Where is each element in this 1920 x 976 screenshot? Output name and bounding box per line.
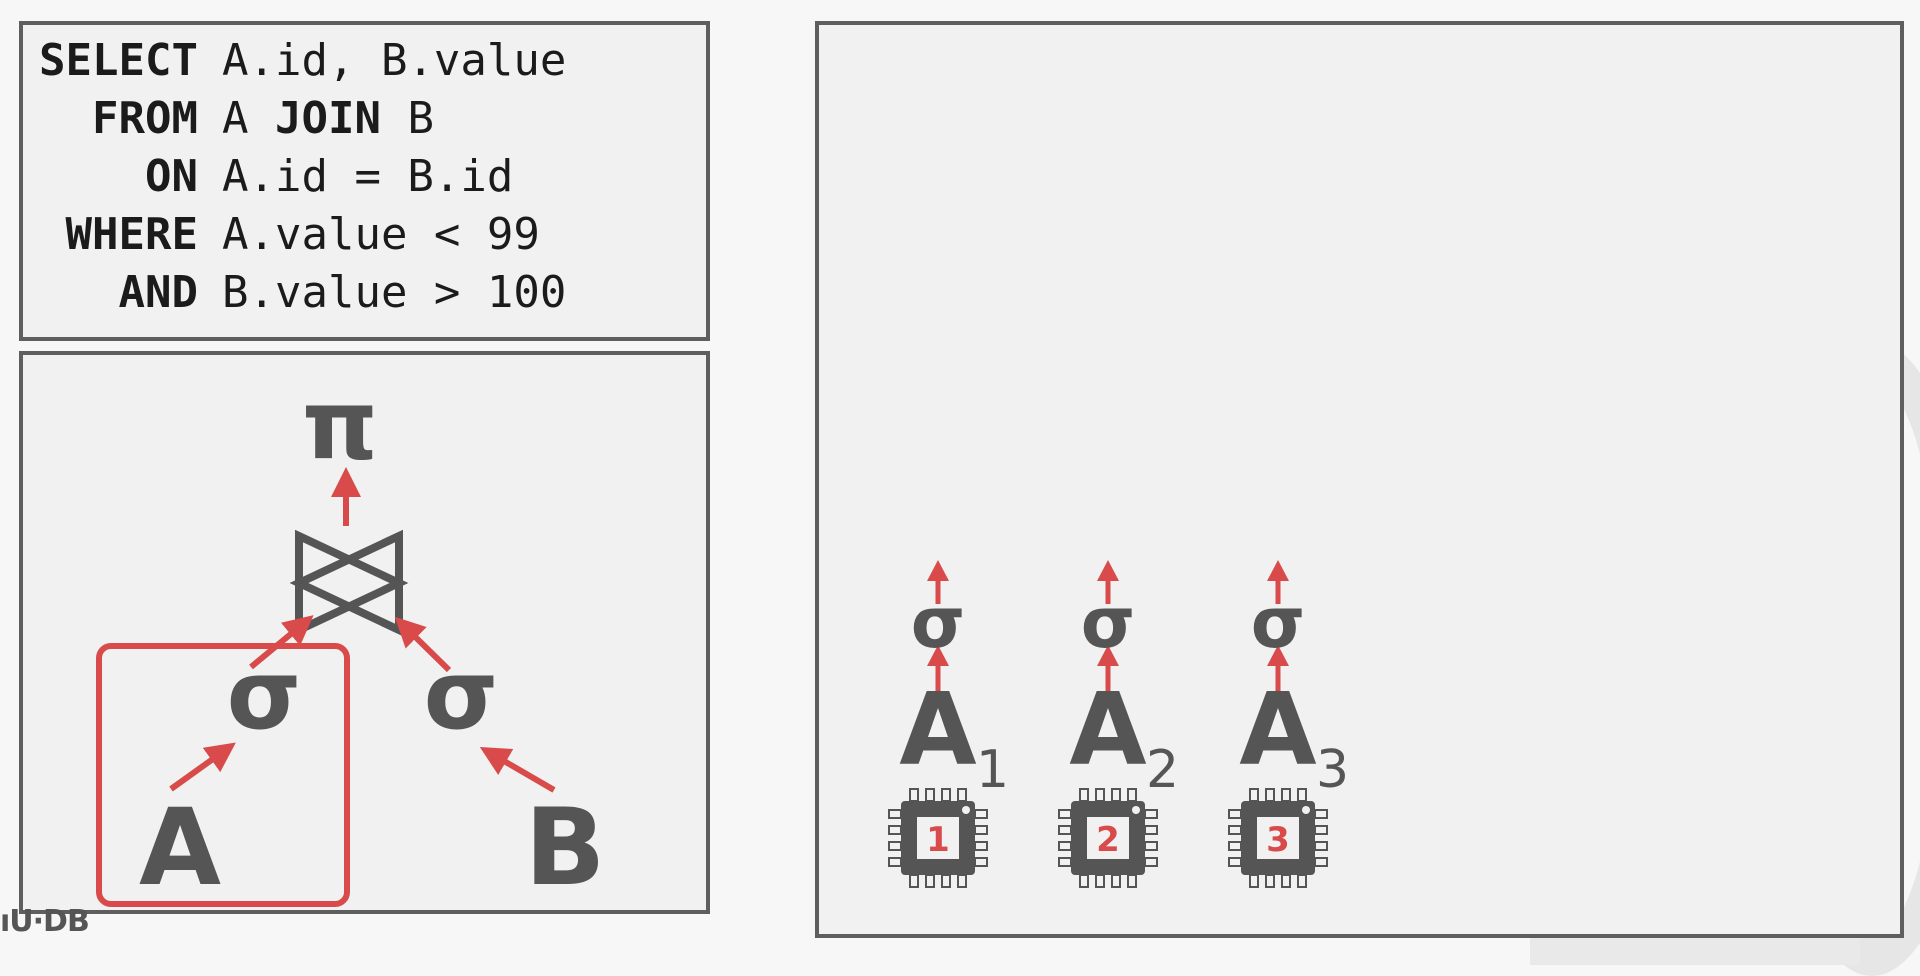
sql-query-panel: SELECT A.id, B.value FROM A JOIN B ON A.id … [19, 21, 710, 341]
sql-clause: A.value < 99 [222, 208, 540, 260]
partition-index: 3 [1316, 740, 1350, 800]
selection-symbol-left: σ [226, 639, 302, 751]
sql-line-select: SELECT A.id, B.value [23, 31, 566, 89]
partition-index: 1 [976, 740, 1010, 800]
sql-line-where: WHERE A.value < 99 [23, 205, 540, 263]
selection-symbol: σ [1080, 582, 1136, 664]
arrow-sigma-left-to-join [249, 615, 314, 670]
sql-line-from: FROM A JOIN B [23, 89, 434, 147]
highlight-box [96, 643, 350, 907]
table-partition-label: A [1239, 671, 1317, 788]
projection-symbol: π [302, 369, 378, 481]
sql-clause: B.value > 100 [222, 266, 567, 318]
sql-clause: A JOIN B [222, 92, 434, 144]
query-plan-diagram [96, 467, 556, 907]
logo: ıU·DB [0, 904, 90, 939]
join-icon-mirror [289, 529, 403, 637]
selection-symbol-right: σ [423, 639, 499, 751]
selection-symbol: σ [1250, 582, 1306, 664]
sql-keyword: FROM [92, 92, 198, 144]
sql-keyword: SELECT [39, 34, 198, 86]
arrow-b-to-sigma [479, 746, 556, 793]
arrow-sigma-right-to-join [394, 616, 452, 673]
sql-line-on: ON A.id = B.id [23, 147, 513, 205]
sql-clause: A.id = B.id [222, 150, 514, 202]
partition-index: 2 [1146, 740, 1180, 800]
sql-keyword: AND [118, 266, 198, 318]
table-partition-label: A [1069, 671, 1147, 788]
sql-line-and: AND B.value > 100 [23, 263, 567, 321]
sql-keyword: ON [145, 150, 198, 202]
parallel-execution-panel [815, 21, 1904, 938]
arrow-a-to-sigma [169, 742, 236, 792]
table-partition-label: A [899, 671, 977, 788]
table-a-label: A [138, 786, 222, 909]
selection-symbol: σ [910, 582, 966, 664]
table-b-label: B [524, 786, 606, 909]
sql-keyword: WHERE [65, 208, 198, 260]
sql-clause: A.id, B.value [222, 34, 567, 86]
query-plan-panel: π σ σ A B [19, 351, 710, 914]
join-icon [295, 529, 409, 637]
